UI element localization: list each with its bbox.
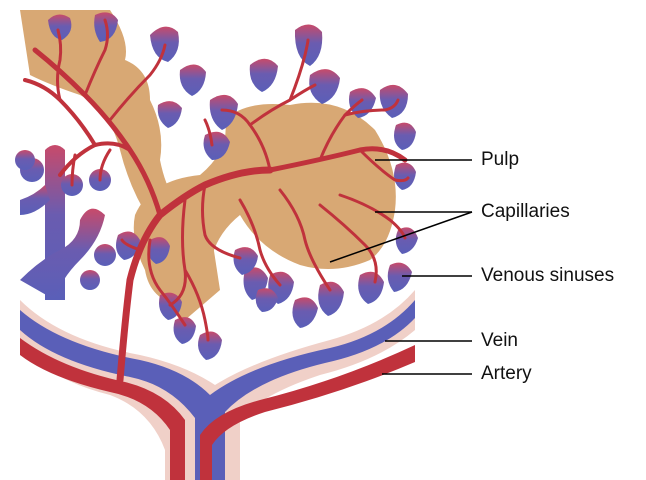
pulp-label: Pulp [481, 149, 520, 170]
pulp-region [20, 10, 396, 320]
artery-label: Artery [481, 363, 532, 384]
capillaries-label: Capillaries [481, 201, 570, 222]
vein-label: Vein [481, 330, 518, 351]
capillaries-leader-line-2 [329, 211, 473, 263]
venous-sinuses-label: Venous sinuses [481, 265, 615, 286]
vessel-sheath [20, 290, 415, 480]
capillary-network [23, 18, 410, 384]
vein [20, 300, 415, 480]
leader-lines [329, 159, 473, 375]
